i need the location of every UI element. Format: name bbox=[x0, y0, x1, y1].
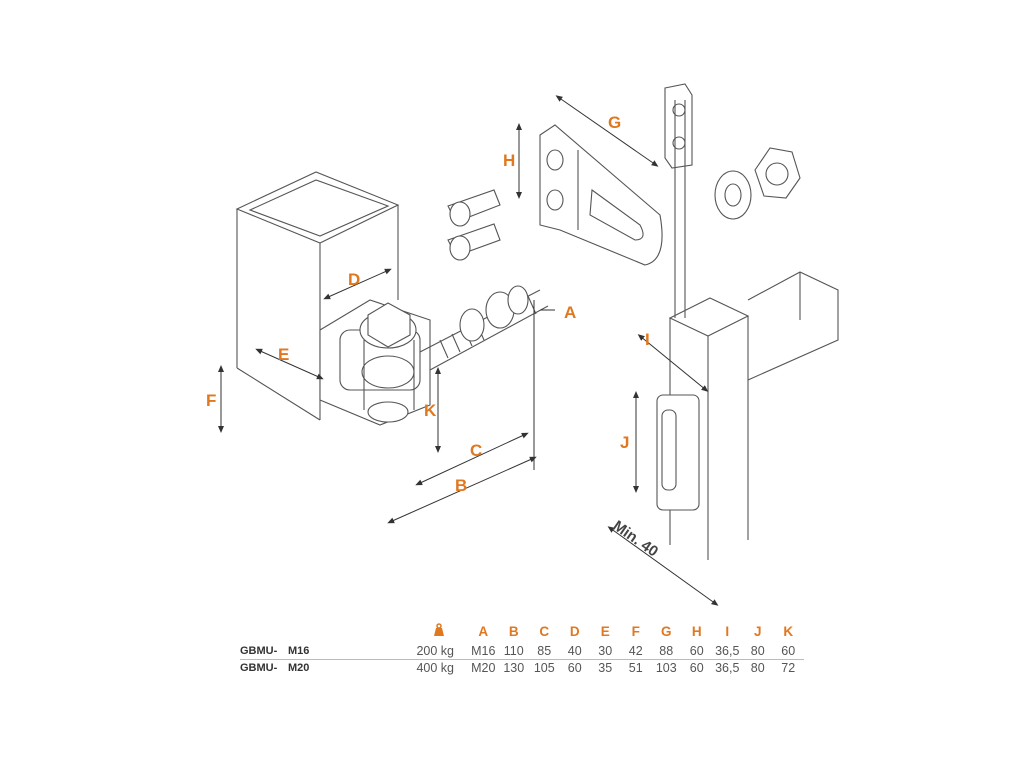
dim-label-i: I bbox=[645, 330, 650, 349]
dim-label-a: A bbox=[564, 303, 576, 322]
model-cell: GBMU- bbox=[240, 662, 278, 674]
weld-bracket bbox=[319, 299, 431, 426]
size-cell: M20 bbox=[288, 662, 310, 674]
dim-label-c: C bbox=[470, 441, 482, 460]
fixing-screws bbox=[447, 189, 501, 261]
col-header: D bbox=[569, 624, 580, 639]
value-cell: 51 bbox=[628, 661, 643, 675]
washer-and-nut bbox=[714, 147, 801, 220]
value-cell: M16 bbox=[468, 643, 499, 660]
counter-plate bbox=[664, 83, 693, 169]
value-cell: 35 bbox=[598, 661, 613, 675]
dimension-lines bbox=[218, 95, 719, 606]
col-header: I bbox=[725, 624, 730, 639]
value-cell: 105 bbox=[533, 661, 555, 675]
value-cell: 60 bbox=[567, 661, 582, 675]
dim-label-h: H bbox=[503, 151, 515, 170]
dim-label-b: B bbox=[455, 476, 467, 495]
value-cell: 110 bbox=[498, 643, 529, 660]
value-cell: 88 bbox=[651, 643, 682, 660]
value-cell: 40 bbox=[559, 643, 590, 660]
model-cell: GBMU- bbox=[240, 643, 288, 660]
col-header: J bbox=[753, 624, 762, 639]
col-header: C bbox=[539, 624, 550, 639]
dim-label-g: G bbox=[608, 113, 621, 132]
value-cell: 60 bbox=[689, 661, 704, 675]
value-cell: 42 bbox=[620, 643, 651, 660]
dim-label-j: J bbox=[620, 433, 629, 452]
size-cell: M16 bbox=[288, 643, 336, 660]
col-header: B bbox=[508, 624, 519, 639]
col-header: H bbox=[691, 624, 702, 639]
col-header: A bbox=[478, 624, 489, 639]
col-header: K bbox=[783, 624, 794, 639]
value-cell: 36,5 bbox=[712, 643, 743, 660]
spec-table: A B C D E F G H I J K GBMU- M16 200 kg M… bbox=[240, 622, 804, 676]
value-cell: 30 bbox=[590, 643, 621, 660]
value-cell: 103 bbox=[655, 661, 677, 675]
table-header-row: A B C D E F G H I J K bbox=[240, 622, 804, 643]
value-cell: 80 bbox=[750, 661, 765, 675]
dim-label-d: D bbox=[348, 270, 360, 289]
value-cell: 36,5 bbox=[715, 661, 740, 675]
load-cell: 400 kg bbox=[416, 661, 454, 675]
value-cell: 130 bbox=[503, 661, 525, 675]
value-cell: 80 bbox=[742, 643, 773, 660]
table-row: GBMU- M20 400 kg M20 130 105 60 35 51 10… bbox=[240, 660, 804, 677]
dim-label-f: F bbox=[206, 391, 216, 410]
col-header: F bbox=[631, 624, 640, 639]
value-cell: 72 bbox=[781, 661, 796, 675]
threaded-rod bbox=[419, 285, 549, 371]
weight-icon bbox=[434, 623, 444, 636]
dim-label-e: E bbox=[278, 345, 289, 364]
value-cell: 60 bbox=[681, 643, 712, 660]
min-40-label: Min. 40 bbox=[610, 517, 661, 560]
col-header: G bbox=[660, 624, 672, 639]
value-cell: M20 bbox=[471, 661, 496, 675]
hinge-plate bbox=[539, 124, 663, 266]
table-row: GBMU- M16 200 kg M16 110 85 40 30 42 88 … bbox=[240, 643, 804, 660]
gate-profile bbox=[656, 100, 839, 560]
value-cell: 60 bbox=[773, 643, 804, 660]
col-header: E bbox=[600, 624, 610, 639]
dim-label-k: K bbox=[424, 401, 437, 420]
load-cell: 200 kg bbox=[336, 643, 468, 660]
value-cell: 85 bbox=[529, 643, 560, 660]
